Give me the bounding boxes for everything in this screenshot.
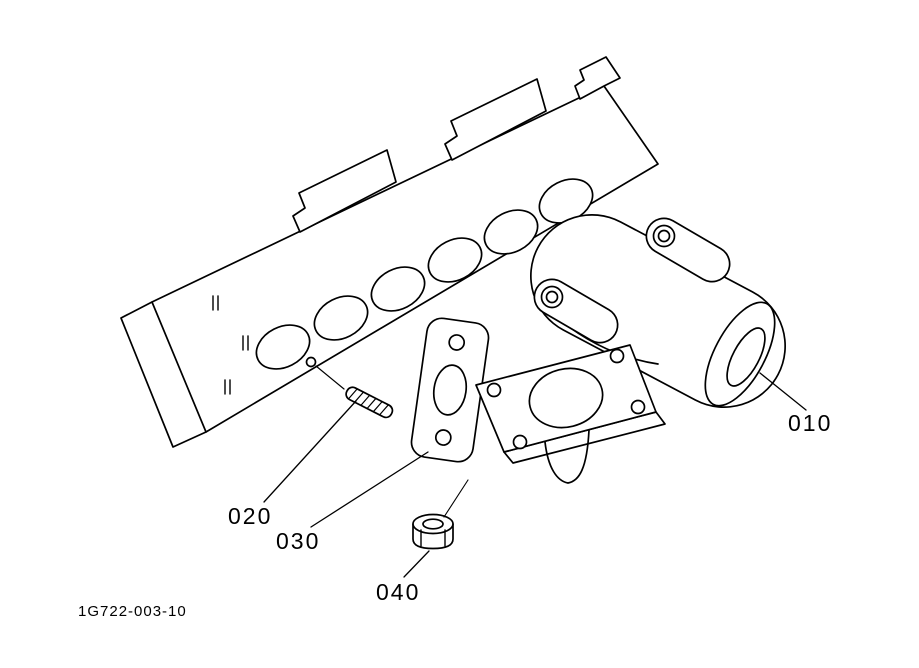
head-end-face-edge [151, 301, 207, 433]
leader-010 [759, 372, 807, 411]
exhaust-port [313, 295, 369, 341]
ear-bolt-hole [657, 229, 671, 243]
exhaust-manifold-drawing [475, 214, 786, 484]
stud-drawing [315, 365, 394, 419]
break-flap [574, 56, 621, 100]
break-flap [444, 78, 547, 161]
leader-020 [263, 400, 357, 503]
break-flap [292, 149, 397, 233]
nut-facet-edges [420, 529, 446, 547]
manifold-end-boss [726, 327, 766, 387]
exhaust-port [370, 266, 426, 312]
flange-port-opening [528, 367, 604, 429]
gasket-bolt-hole [448, 334, 466, 351]
flange-bolt-hole [512, 434, 528, 450]
leader-lines [263, 372, 807, 578]
gasket-bolt-hole [434, 429, 452, 446]
break-marks [212, 295, 249, 395]
exhaust-port [255, 324, 311, 370]
drawing-number: 1G722-003-10 [78, 603, 187, 620]
stud-threads [348, 388, 389, 416]
exhaust-port [483, 209, 539, 255]
ear-bolt-hole [545, 290, 559, 304]
flange-outlet-stub [544, 429, 590, 484]
leader-040 [403, 550, 430, 578]
manifold-mounting-ears [533, 217, 731, 344]
gasket-drawing [410, 317, 490, 463]
callout-040-nut: 040 [376, 579, 421, 605]
flange-bolt-hole [609, 348, 625, 364]
nut-drawing [412, 513, 454, 550]
manifold-end-cap [704, 301, 776, 407]
manifold-log [531, 215, 785, 407]
stud-alignment-line [315, 365, 345, 390]
manifold-outlet-flange [475, 344, 666, 484]
flange-bolt-hole [630, 399, 646, 415]
gasket-port-opening [432, 364, 468, 416]
leader-nut-to-flange [443, 479, 469, 518]
exhaust-ports [255, 178, 594, 370]
callout-020-stud: 020 [228, 503, 273, 529]
cylinder-head-drawing [120, 56, 659, 448]
exhaust-port [427, 237, 483, 283]
stud-body [345, 386, 394, 419]
flange-bolt-hole [486, 382, 502, 398]
callout-030-gasket: 030 [276, 528, 321, 554]
leader-030 [310, 451, 429, 528]
callout-010-manifold: 010 [788, 410, 833, 436]
nut-thread-hole [422, 518, 444, 530]
stud-hole [305, 356, 317, 368]
